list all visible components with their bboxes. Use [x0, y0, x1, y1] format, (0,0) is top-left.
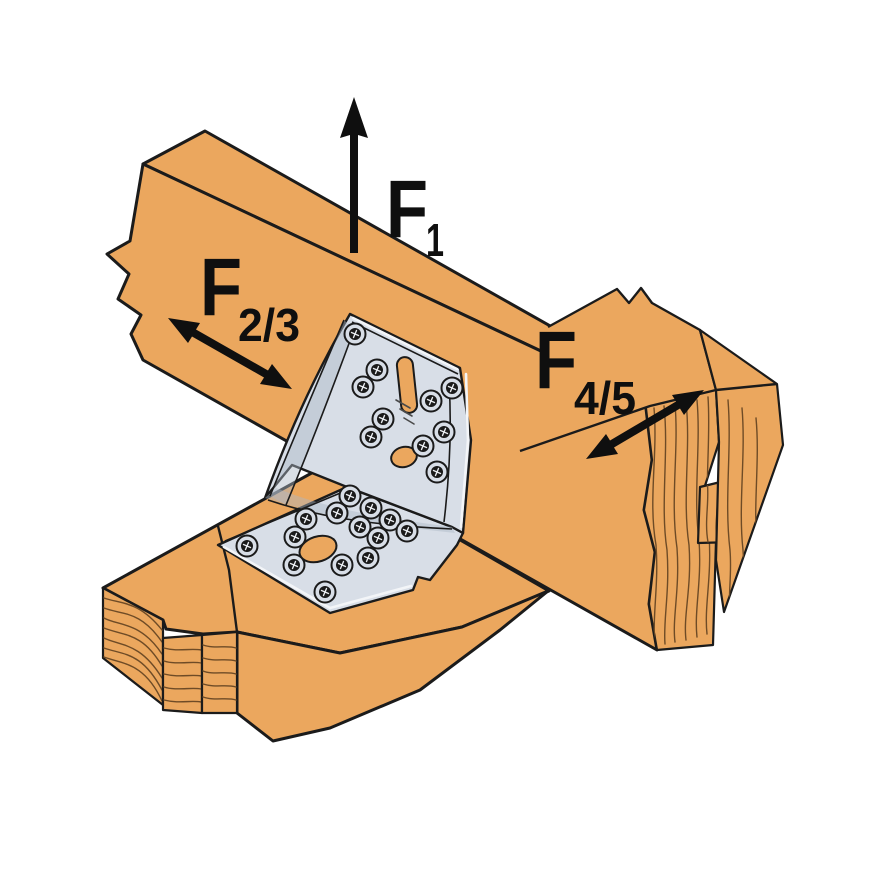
- force-label-f1: F 1: [386, 164, 444, 266]
- bracket-slot-hole: [395, 356, 419, 414]
- force-label-f45: F 4/5: [535, 315, 636, 424]
- force-arrow-f1: [340, 97, 368, 253]
- force-label-f23: F 2/3: [200, 242, 300, 351]
- force-arrow-f23: [168, 318, 292, 389]
- bottom-beam-end-grain-left: [101, 586, 165, 707]
- bottom-beam-end-grain-right: [200, 630, 239, 715]
- bracket-plate-hole: [298, 534, 338, 564]
- f1-symbol: F: [386, 164, 428, 255]
- force-arrow-f45: [586, 390, 704, 459]
- bracket-stamp-marks: [395, 399, 415, 425]
- f45-subscript: 4/5: [574, 372, 636, 424]
- bottom-beam-break-sliver: [161, 633, 204, 715]
- top-beam-stub-top-face: [520, 288, 716, 451]
- bottom-beam-break-trace: [216, 525, 239, 633]
- bracket-vertical-flange: [263, 312, 473, 535]
- angle-bracket: [216, 312, 473, 615]
- top-beam-break: [519, 286, 785, 652]
- bottom-beam-front-face: [235, 589, 550, 743]
- f45-symbol: F: [535, 315, 577, 406]
- bracket-rib: [270, 320, 354, 505]
- f23-subscript: 2/3: [238, 299, 300, 351]
- f23-symbol: F: [200, 242, 242, 333]
- f1-subscript: 1: [426, 214, 444, 266]
